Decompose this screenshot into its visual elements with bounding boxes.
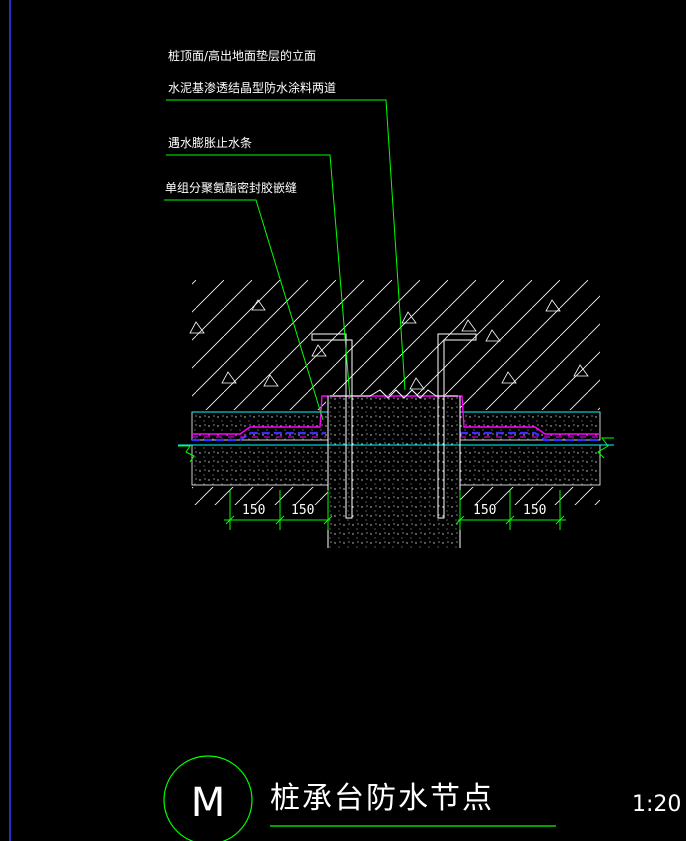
annotation-top-line2: 水泥基渗透结晶型防水涂料两道 — [168, 80, 336, 95]
detail-mark-circle — [163, 755, 253, 841]
drawing-title: 桩承台防水节点 — [270, 781, 494, 816]
drawing-scale: 1:20 — [632, 792, 681, 817]
annotation-waterstop: 遇水膨胀止水条 — [168, 136, 252, 150]
base-layers — [178, 411, 614, 486]
leader-lines — [164, 99, 406, 421]
annotation-top-line1: 桩顶面/高出地面垫层的立面 — [168, 48, 316, 63]
dimension-label: 150 — [473, 503, 496, 518]
dimension-lines — [224, 490, 566, 530]
detail-mark: M — [191, 780, 226, 826]
soil — [192, 487, 600, 505]
dimension-label: 150 — [242, 503, 265, 518]
annotation-sealant: 单组分聚氨酯密封胶嵌缝 — [165, 180, 297, 195]
dimension-label: 150 — [291, 503, 314, 518]
pile-cap-concrete — [189, 280, 600, 410]
dimension-label: 150 — [523, 503, 546, 518]
